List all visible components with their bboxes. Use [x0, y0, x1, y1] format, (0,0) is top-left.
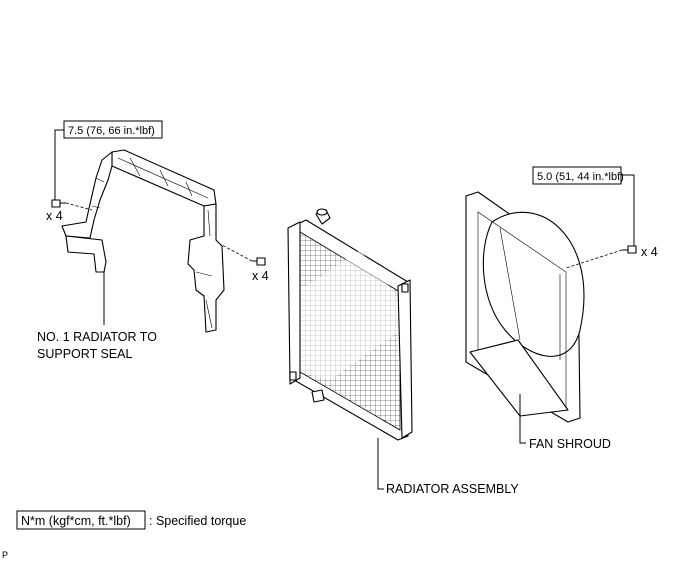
corner-mark: P [2, 550, 8, 560]
radiator-assembly-drawing [287, 208, 413, 441]
torque-legend: N*m (kgf*cm, ft.*lbf) : Specified torque [16, 510, 246, 530]
legend-unit: N*m (kgf*cm, ft.*lbf) [21, 514, 131, 528]
label-shroud: FAN SHROUD [529, 437, 611, 451]
torque-left-text: 7.5 (76, 66 in.*lbf) [68, 125, 155, 137]
qty-right-text: x 4 [641, 245, 658, 259]
qty-mid-text: x 4 [252, 269, 269, 283]
fan-shroud-drawing [465, 191, 637, 423]
torque-box-right: 5.0 (51, 44 in.*lbf) [532, 166, 635, 246]
legend-text: : Specified torque [149, 514, 246, 528]
label-seal-line2: SUPPORT SEAL [37, 347, 132, 361]
bolt-right [622, 245, 637, 254]
torque-right-text: 5.0 (51, 44 in.*lbf) [537, 171, 624, 183]
label-radiator: RADIATOR ASSEMBLY [386, 482, 519, 496]
torque-box-left: 7.5 (76, 66 in.*lbf) [54, 120, 163, 200]
bolt-middle [252, 257, 266, 266]
label-seal-line1: NO. 1 RADIATOR TO [37, 330, 157, 344]
qty-left-text: x 4 [46, 209, 63, 223]
radiator-support-seal-drawing [51, 149, 266, 333]
bolt-left [51, 199, 66, 208]
